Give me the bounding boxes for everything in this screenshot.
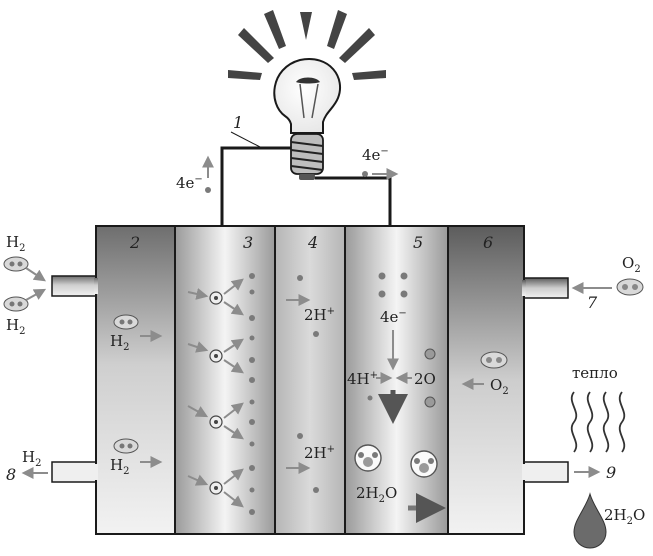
proton-transport-top: 2H+ <box>286 275 335 337</box>
label-anode-3: 3 <box>243 233 253 252</box>
label-anode-chamber-2: 2 <box>129 233 140 252</box>
wire-leader-line <box>230 131 263 149</box>
hydrogen-inlet-port <box>51 275 99 297</box>
svg-text:H2: H2 <box>110 332 129 353</box>
svg-text:O2: O2 <box>490 376 509 397</box>
electrolyte-membrane <box>274 225 346 535</box>
label-electrolyte-4: 4 <box>307 233 318 252</box>
heat-outlet-flow: 9 <box>574 463 616 482</box>
svg-text:2H+: 2H+ <box>304 306 335 324</box>
svg-text:4H+: 4H+ <box>347 370 378 388</box>
svg-text:2O: 2O <box>414 370 436 388</box>
oxygen-inlet-port <box>521 277 569 299</box>
cathode-reaction: 4H+ 2O <box>347 348 436 424</box>
label-cathode-5: 5 <box>413 233 423 252</box>
hydrogen-outlet-flow: H2 8 <box>6 448 48 484</box>
water-drop-icon: 2H2O <box>573 492 645 549</box>
water-label-cathode: 2H2O <box>356 484 397 505</box>
proton-transport-bottom: 2H+ <box>286 433 335 493</box>
svg-text:2H+: 2H+ <box>304 444 335 462</box>
label-hydrogen-outlet-8: 8 <box>6 465 16 484</box>
anode-reaction-sites <box>187 278 244 508</box>
hydrogen-in-chamber-top: H2 <box>110 314 163 353</box>
oxygen-in-chamber: O2 <box>461 351 509 397</box>
hydrogen-molecule-top: H2 <box>3 233 29 272</box>
svg-text:H2: H2 <box>110 456 129 477</box>
svg-text:H2: H2 <box>22 448 41 469</box>
anode-particles <box>249 273 255 515</box>
water-label-output: 2H2O <box>604 506 645 527</box>
anode-gas-chamber <box>95 225 176 535</box>
electron-flow-right: 4e− <box>362 146 399 180</box>
hydrogen-molecule-bottom: H2 <box>3 296 29 337</box>
svg-text:H2: H2 <box>6 233 25 254</box>
heat-outlet-port <box>521 461 569 483</box>
svg-text:4e−: 4e− <box>362 146 389 164</box>
anode-electrode <box>174 225 276 535</box>
svg-text:O2: O2 <box>622 254 641 275</box>
water-molecules <box>354 444 438 478</box>
cathode-gas-chamber <box>447 225 525 535</box>
cathode-electron-label: 4e− <box>380 308 407 326</box>
hydrogen-in-chamber-bottom: H2 <box>110 438 163 477</box>
svg-text:тепло: тепло <box>572 364 618 382</box>
svg-text:H2: H2 <box>6 316 25 337</box>
light-rays <box>228 10 386 80</box>
oxygen-inlet-flow: O2 7 <box>571 254 644 312</box>
hydrogen-outlet-port <box>51 461 99 483</box>
bulb-base <box>290 133 324 180</box>
label-cathode-chamber-6: 6 <box>483 233 493 252</box>
cathode-electrons <box>378 272 408 298</box>
electron-flow-left: 4e− <box>176 155 214 193</box>
label-wire-1: 1 <box>233 113 243 132</box>
lightbulb-icon <box>228 10 386 180</box>
svg-text:4e−: 4e− <box>176 174 203 192</box>
label-oxygen-inlet-7: 7 <box>587 293 598 312</box>
heat-waves: тепло <box>570 364 626 453</box>
label-heat-outlet-9: 9 <box>606 463 616 482</box>
